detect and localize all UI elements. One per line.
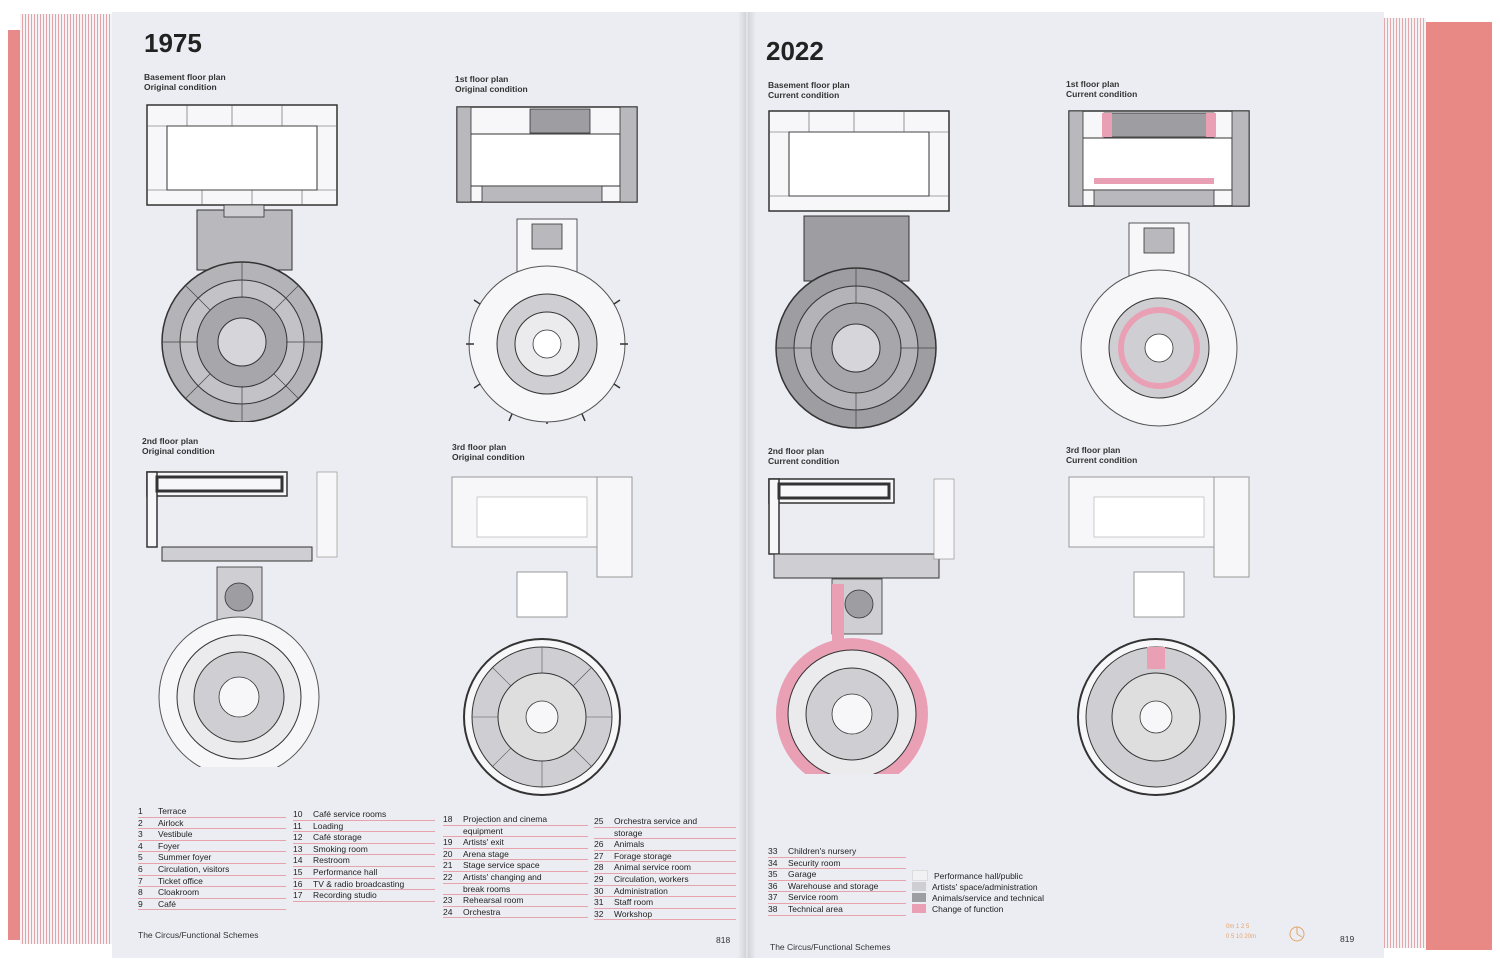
north-arrow-icon bbox=[1289, 926, 1305, 942]
first-floor-plan-2022 bbox=[1068, 110, 1250, 427]
running-footer-right: The Circus/Functional Schemes bbox=[770, 942, 891, 952]
book-cover-left-edge bbox=[8, 30, 20, 940]
key-item: Change of function bbox=[912, 903, 1044, 914]
second-floor-plan-1975 bbox=[146, 471, 338, 767]
first-floor-plan-1975 bbox=[456, 106, 638, 424]
page-number-left: 818 bbox=[716, 935, 731, 945]
third-floor-plan-1975 bbox=[451, 476, 633, 796]
basement-floor-plan-2022 bbox=[768, 110, 950, 429]
year-heading: 1975 bbox=[144, 28, 202, 58]
key-item: Artists' space/administration bbox=[912, 881, 1044, 892]
key-item: Animals/service and technical bbox=[912, 892, 1044, 903]
key-swatch bbox=[912, 870, 928, 881]
key-swatch bbox=[912, 904, 926, 913]
book-gutter bbox=[738, 12, 756, 958]
scale-bar-small: 0m 1 2 5 bbox=[1226, 924, 1250, 930]
page-stack-left bbox=[20, 14, 115, 944]
book-cover-right-edge bbox=[1426, 22, 1492, 950]
basement-floor-plan-1975 bbox=[146, 104, 338, 422]
third-floor-plan-2022 bbox=[1068, 476, 1250, 796]
running-footer-left: The Circus/Functional Schemes bbox=[138, 930, 259, 940]
key-swatch bbox=[912, 882, 926, 891]
page-number-right: 819 bbox=[1340, 934, 1355, 944]
page-stack-right bbox=[1382, 18, 1426, 948]
key-item: Performance hall/public bbox=[912, 870, 1044, 881]
key-swatch bbox=[912, 893, 926, 902]
year-heading: 2022 bbox=[766, 36, 824, 66]
color-key: Performance hall/public Artists' space/a… bbox=[912, 870, 1044, 914]
second-floor-plan-2022 bbox=[768, 478, 955, 774]
scale-bar-large: 0 5 10 20m bbox=[1226, 934, 1257, 940]
